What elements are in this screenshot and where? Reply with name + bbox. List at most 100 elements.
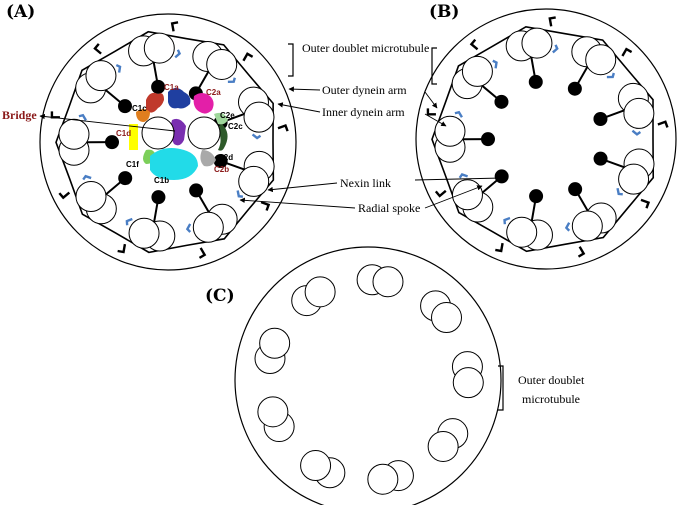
inner-dynein-arm [115, 63, 122, 73]
outer-doublet-bracket-a [288, 43, 294, 77]
inner-dynein-arrow-a [277, 102, 321, 113]
inner-dynein-arm [78, 113, 87, 121]
nexin-link [431, 25, 655, 253]
radial-spoke-head [151, 79, 166, 94]
label-c1d: C1d [116, 129, 131, 138]
outer-dynein-arm [548, 16, 556, 27]
doublet [564, 202, 617, 258]
radial-spoke-head [494, 169, 509, 184]
label-nexin-link: Nexin link [340, 176, 391, 190]
outer-doublet-bracket-c [498, 365, 504, 411]
b-tubule [143, 32, 175, 64]
b-tubule [75, 181, 107, 213]
radial-spoke-arrow-a [239, 197, 356, 209]
radial-spoke-head [189, 183, 204, 198]
label-outer-doublet-line1: Outer doublet [518, 373, 585, 387]
label-c2b: C2b [214, 165, 229, 174]
radial-spoke-head [529, 189, 544, 204]
outer-dynein-arm [277, 123, 289, 132]
label-c2a: C2a [206, 88, 221, 97]
inner-dynein-arm [458, 173, 469, 179]
outer-dynein-arm [58, 191, 71, 200]
radial-spoke-head [118, 99, 133, 114]
c2a-projection [193, 93, 214, 114]
doublet [434, 173, 494, 223]
panel-label-c: (C) [205, 286, 235, 306]
label-c1f: C1f [126, 160, 139, 169]
outer-dynein-arm [640, 198, 651, 209]
label-c2d: C2d [218, 153, 233, 162]
radial-spoke-head [118, 171, 133, 186]
b-tubule [85, 60, 117, 92]
b-tubule [452, 367, 484, 399]
b-tubule [434, 115, 466, 147]
outer-dynein-arm [657, 120, 669, 128]
nexin-arrow-a [267, 182, 338, 193]
doublet [495, 216, 553, 253]
b-tubule [585, 44, 617, 76]
b-tubule [618, 163, 650, 195]
inner-dynein-arm [454, 110, 463, 118]
doublet [617, 82, 669, 136]
radial-spoke-head [568, 182, 583, 197]
b-tubule [58, 118, 90, 150]
label-c1a: C1a [164, 83, 179, 92]
doublet [75, 43, 122, 104]
radial-spoke-head [151, 190, 166, 205]
doublet [451, 38, 498, 100]
radial-spoke-head [213, 154, 228, 169]
doublet [427, 418, 469, 462]
b-tubule [238, 165, 270, 197]
label-c2c: C2c [228, 122, 243, 131]
doublet [128, 21, 182, 67]
panel-label-b: (B) [429, 2, 459, 22]
outer-dynein-arm [260, 201, 271, 211]
label-outer-doublet-line2: microtubule [522, 392, 580, 406]
radial-spoke-head [528, 74, 543, 89]
inner-dynein-arm [552, 44, 559, 54]
radial-spoke-head [567, 81, 582, 96]
inner-dynein-arm [185, 223, 192, 233]
b-tubule [367, 463, 399, 495]
c1a-blue-projection [168, 88, 191, 109]
c1-microtubule [141, 116, 175, 150]
panel-b-doublets [426, 16, 669, 258]
bridge-arrow [39, 113, 176, 132]
panel-a-membrane [39, 13, 297, 271]
inner-dynein-arm [82, 174, 92, 181]
doublet [185, 203, 238, 259]
b-tubule [243, 101, 275, 133]
b-tubule [259, 327, 291, 359]
central-apparatus [129, 88, 228, 180]
panel-b-membrane [415, 8, 677, 270]
label-outer-doublet-microtubule: Outer doublet microtubule [302, 41, 429, 55]
doublet [291, 276, 336, 317]
outer-dynein-arm [117, 243, 127, 254]
b-tubule [451, 179, 483, 211]
b-tubule [128, 217, 160, 249]
label-c1b: C1b [154, 176, 169, 185]
label-radial-spoke: Radial spoke [358, 201, 420, 215]
panel-c-doublets [254, 264, 484, 495]
b-pointer-line-4 [424, 185, 483, 209]
panel-c-membrane [234, 246, 502, 505]
radial-spoke-head [593, 112, 608, 127]
label-c2e: C2e [220, 111, 235, 120]
outer-dynein-arm [170, 21, 179, 32]
panel-label-a: (A) [6, 2, 35, 22]
b-tubule [461, 55, 493, 87]
doublet [58, 174, 117, 225]
outer-dynein-arm [198, 247, 207, 259]
inner-dynein-arm [631, 129, 642, 136]
c1a-projection [146, 92, 164, 113]
outer-dynein-arm [495, 242, 504, 253]
doublet [367, 460, 414, 495]
doublet [192, 40, 254, 84]
c2b-projection [200, 150, 216, 167]
b-tubule [300, 450, 332, 482]
mid-projection [170, 118, 186, 146]
radial-spoke-head [105, 135, 120, 150]
b-tubule [431, 302, 463, 334]
c2-microtubule [187, 116, 221, 150]
